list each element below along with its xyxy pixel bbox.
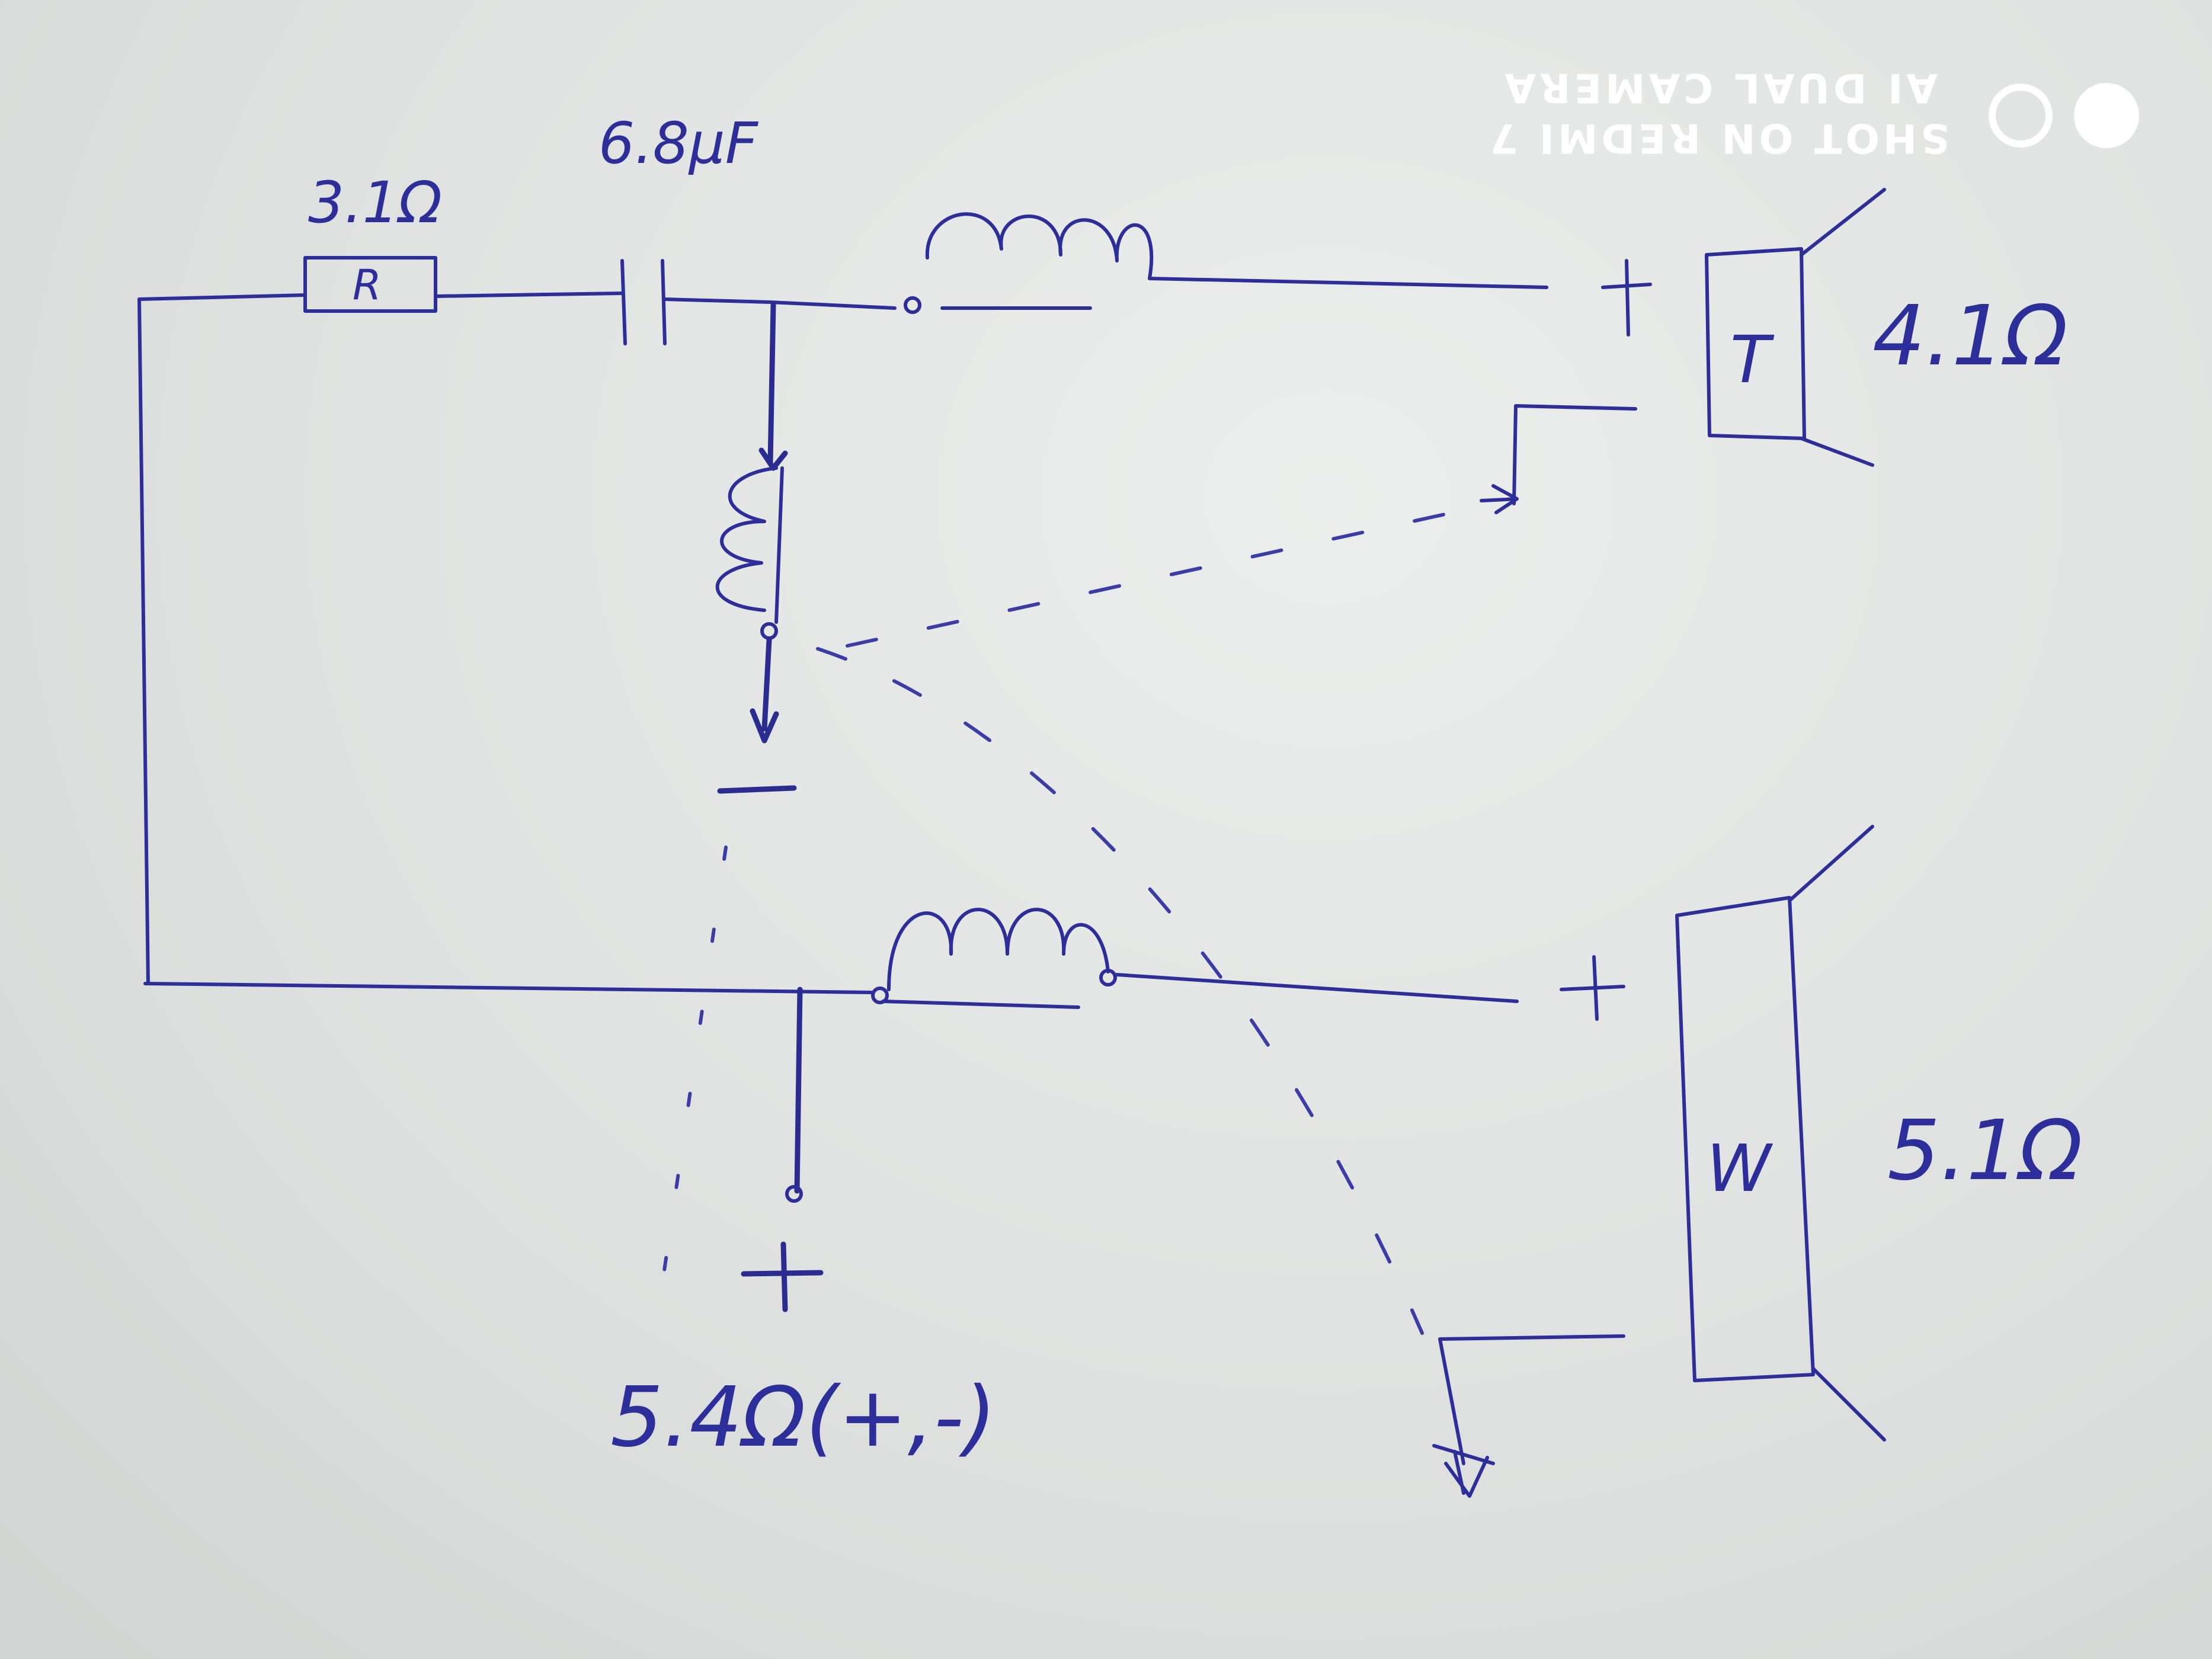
tweeter-plus-sign xyxy=(1601,259,1652,337)
bottom-inductor-base xyxy=(881,1000,1080,1009)
wire-capacitor-node xyxy=(663,297,897,310)
watermark-text-group: SHOT ON REDMI 7 AI DUAL CAMERA xyxy=(1487,64,1949,161)
branch-node-dot xyxy=(760,622,778,640)
woofer-horn-top xyxy=(1788,825,1874,902)
branch-inductor-side xyxy=(774,466,784,624)
woofer-symbol: W xyxy=(1707,1130,1774,1206)
tweeter-horn-top xyxy=(1800,188,1886,257)
woofer-impedance-label: 5.1Ω xyxy=(1887,1103,2083,1199)
tweeter-minus-arrow xyxy=(1480,484,1519,514)
tweeter-minus-wire xyxy=(1512,404,1637,505)
watermark-line-1: SHOT ON REDMI 7 xyxy=(1487,114,1949,161)
woofer-ground-mark xyxy=(1432,1444,1495,1498)
woofer-box xyxy=(1675,896,1815,1382)
dashed-line-to-tweeter-minus xyxy=(846,502,1495,648)
watermark-line-2: AI DUAL CAMERA xyxy=(1502,64,1938,111)
bottom-right-node-dot xyxy=(1099,969,1117,987)
top-node-dot xyxy=(904,296,921,314)
bottom-inductor-coil xyxy=(887,908,1110,991)
dashed-line-to-woofer-minus xyxy=(816,647,1424,1335)
watermark-dot-outline xyxy=(1989,84,2053,148)
tweeter-symbol: T xyxy=(1730,322,1775,398)
resistor xyxy=(303,256,437,313)
watermark-dot-filled xyxy=(2074,83,2139,148)
woofer-horn-bottom xyxy=(1811,1367,1886,1442)
woofer-plus-sign xyxy=(1560,955,1625,1021)
wire-to-woofer xyxy=(1115,973,1519,1003)
wire-resistor-capacitor xyxy=(434,292,624,298)
resistor-value-label: 3.1Ω xyxy=(308,169,442,236)
branch-inductor-coil xyxy=(715,466,778,612)
capacitor-value-label: 6.8μF xyxy=(598,110,759,177)
wire-to-tweeter xyxy=(1148,277,1548,289)
resistor-symbol: R xyxy=(353,261,382,309)
top-inductor-coil xyxy=(925,212,1154,280)
branch-minus-sign xyxy=(717,785,797,794)
bottom-branch-dot xyxy=(785,1185,803,1203)
left-wire xyxy=(137,297,150,985)
bottom-note-label: 5.4Ω(+,-) xyxy=(610,1369,996,1466)
dashed-line-bottom-left xyxy=(656,845,728,1317)
branch-wire-lower xyxy=(761,637,772,732)
bottom-branch-wire xyxy=(794,987,803,1194)
branch-wire-down xyxy=(767,302,776,465)
branch-arrow-lower xyxy=(750,708,779,744)
branch-arrow xyxy=(758,447,788,471)
tweeter-impedance-label: 4.1Ω xyxy=(1872,288,2068,385)
bottom-plus-sign xyxy=(741,1241,824,1312)
bottom-node-dot xyxy=(871,987,889,1004)
capacitor-plate-right xyxy=(661,259,667,345)
capacitor-plate-left xyxy=(620,259,627,345)
tweeter-horn-bottom xyxy=(1800,437,1874,467)
top-wire-left xyxy=(137,293,307,301)
woofer-minus-wire xyxy=(1438,1334,1625,1465)
bottom-wire-left xyxy=(143,982,873,994)
